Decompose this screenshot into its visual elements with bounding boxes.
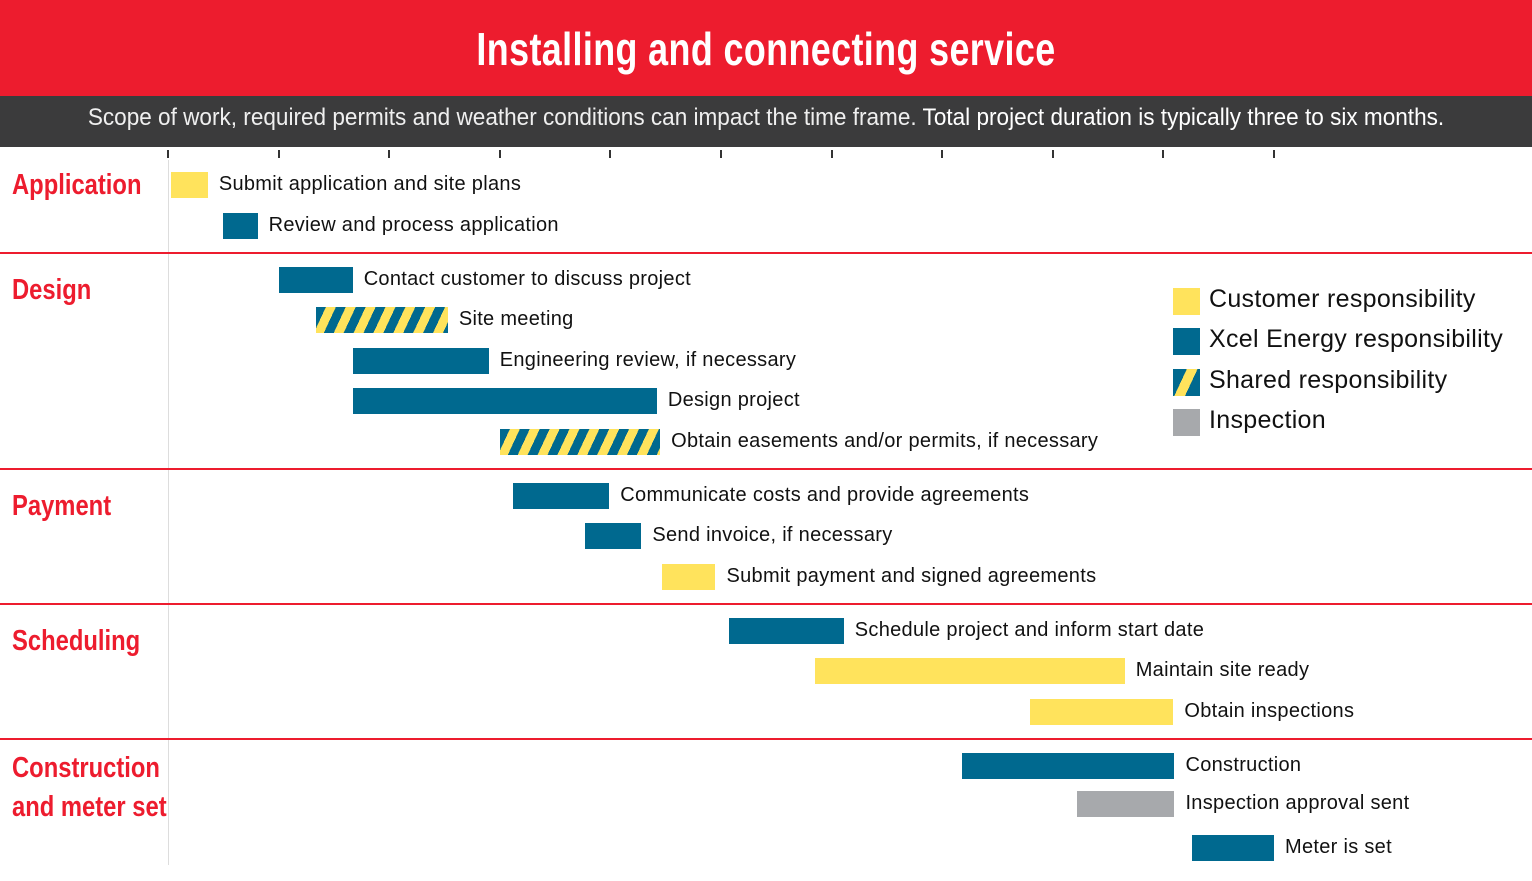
task-bar-xcel [352,348,489,374]
section-divider [0,603,1532,605]
legend-label: Inspection [1209,406,1326,434]
task-label: Contact customer to discuss project [363,268,691,290]
section-label: Scheduling [12,625,141,657]
task-label: Submit payment and signed agreements [726,565,1097,587]
task-bar-xcel [728,618,844,644]
section-label: Design [12,274,92,306]
task-bar-customer [1029,699,1174,725]
axis-tick [609,150,612,158]
legend-label: Customer responsibility [1209,285,1476,313]
axis-tick [167,150,169,158]
task-bar-shared [316,307,448,333]
section-divider [0,738,1532,740]
task-bar-xcel [962,753,1175,779]
task-bar-xcel [1192,835,1274,861]
subtitle-note: Scope of work, required permits and weat… [87,104,917,131]
axis-tick [1273,150,1275,158]
task-label: Inspection approval sent [1185,792,1410,814]
task-label: Meter is set [1285,836,1392,858]
task-bar-customer [662,564,716,590]
task-bar-customer [171,172,208,198]
task-bar-xcel [223,213,258,239]
task-label: Construction [1185,754,1302,776]
axis-tick [277,150,280,158]
legend-label: Shared responsibility [1209,366,1448,394]
axis-tick [498,150,501,158]
task-bar-xcel [584,523,642,549]
task-label: Send invoice, if necessary [652,524,893,546]
task-label: Review and process application [268,214,559,236]
section-divider [0,252,1532,254]
axis-tick [941,150,944,158]
task-label: Communicate costs and provide agreements [620,484,1030,506]
task-label: Schedule project and inform start date [854,619,1205,641]
task-bar-xcel [513,483,610,509]
subtitle-duration: Total project duration is typically thre… [922,104,1445,131]
section-label: Construction [12,752,160,784]
subtitle: Scope of work, required permits and weat… [46,104,1486,132]
subtitle-bar: Scope of work, required permits and weat… [0,96,1532,147]
section-divider [0,468,1532,470]
task-bar-xcel [278,267,353,293]
axis-tick [1051,150,1054,158]
section-label: Application [12,169,142,201]
task-bar-shared [499,429,661,455]
task-label: Design project [667,389,800,411]
axis-tick [720,150,722,158]
task-label: Maintain site ready [1135,659,1310,681]
axis-line [168,160,169,865]
title-bar: Installing and connecting service [0,0,1532,96]
legend-swatch [1173,328,1200,355]
legend-swatch [1173,288,1200,315]
axis-tick [388,150,391,158]
axis-tick [1162,150,1165,158]
section-label: and meter set [12,791,167,823]
legend-label: Xcel Energy responsibility [1209,325,1504,353]
legend-swatch [1173,409,1200,436]
task-bar-inspection [1077,791,1175,817]
axis-tick [830,150,833,158]
task-bar-customer [815,658,1125,684]
task-label: Submit application and site plans [218,173,522,195]
task-label: Engineering review, if necessary [499,349,797,371]
task-label: Obtain inspections [1184,700,1355,722]
page-title: Installing and connecting service [476,23,1056,75]
legend-swatch [1173,369,1200,396]
task-bar-xcel [352,388,657,414]
section-label: Payment [12,490,112,522]
task-label: Obtain easements and/or permits, if nece… [671,430,1099,452]
task-label: Site meeting [458,308,574,330]
